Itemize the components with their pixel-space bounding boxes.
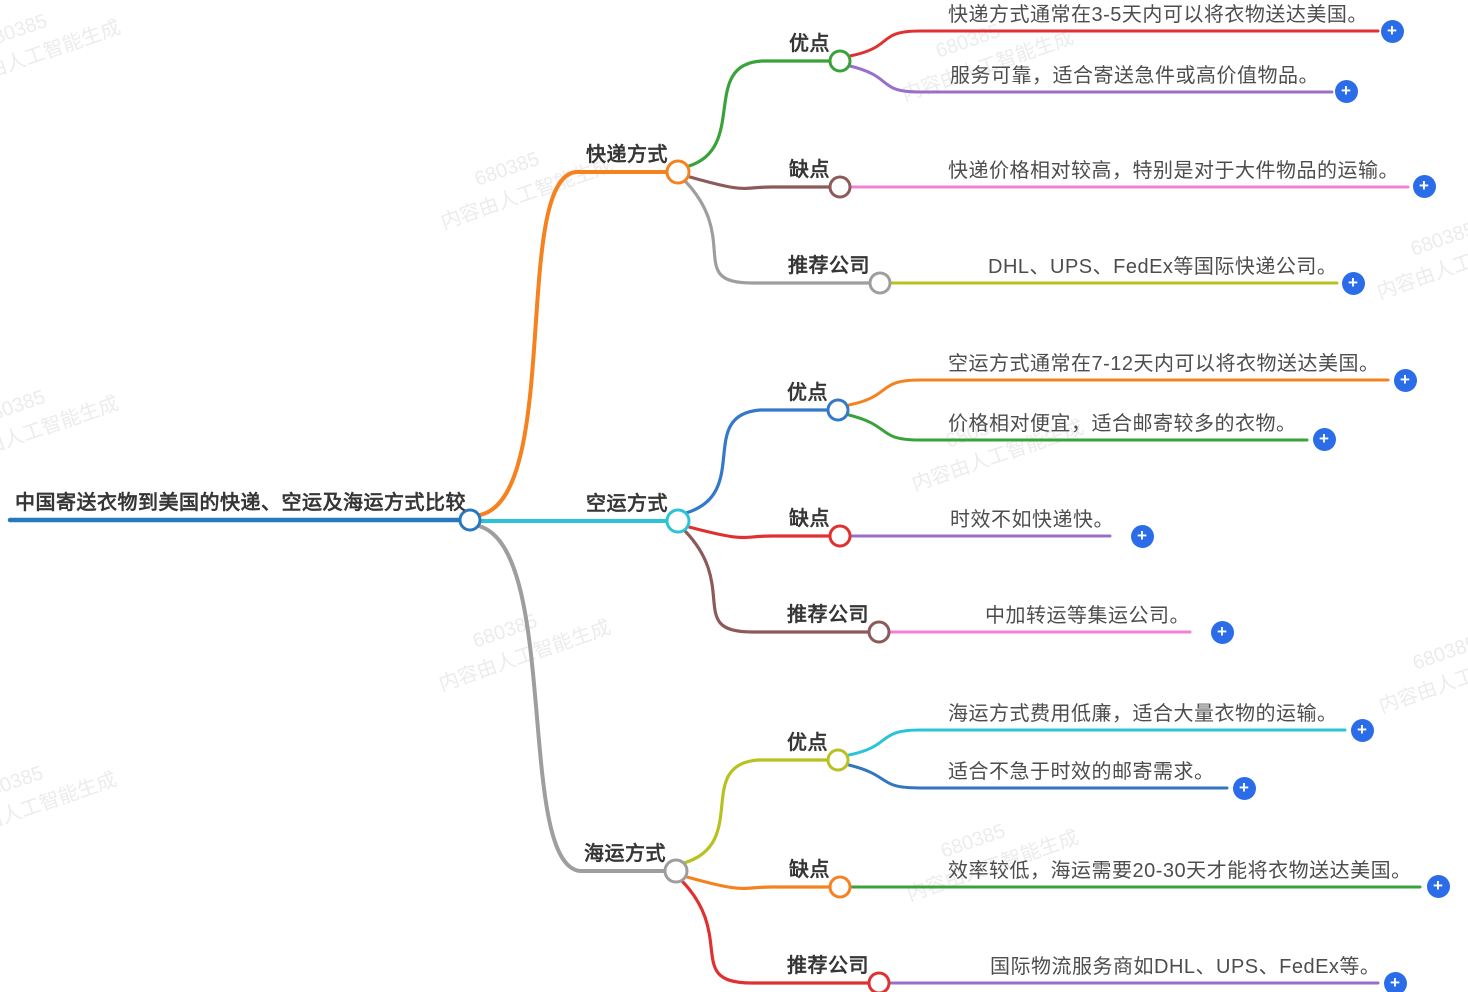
branch-label[interactable]: 空运方式 xyxy=(586,493,668,515)
sub-branch-label[interactable]: 推荐公司 xyxy=(788,255,870,277)
sub-branch-label[interactable]: 优点 xyxy=(787,732,828,754)
leaf-line xyxy=(848,64,1334,94)
plus-icon: + xyxy=(1348,273,1358,292)
add-node-button[interactable]: + xyxy=(1393,368,1417,392)
sub-branch-curve xyxy=(682,758,829,865)
sub-branch-node-handle[interactable] xyxy=(828,49,852,73)
leaf-text[interactable]: 中加转运等集运公司。 xyxy=(985,605,1190,627)
add-node-button[interactable]: + xyxy=(1383,971,1407,992)
add-node-button[interactable]: + xyxy=(1334,79,1358,103)
leaf-line xyxy=(848,29,1380,58)
sub-branch-label[interactable]: 推荐公司 xyxy=(787,955,869,977)
sub-branch-node-handle[interactable] xyxy=(826,398,850,422)
leaf-text[interactable]: 适合不急于时效的邮寄需求。 xyxy=(948,761,1215,783)
leaf-text[interactable]: 国际物流服务商如DHL、UPS、FedEx等。 xyxy=(990,956,1381,978)
sub-branch-node-handle[interactable] xyxy=(868,271,892,295)
leaf-line xyxy=(847,378,1390,407)
add-node-button[interactable]: + xyxy=(1232,776,1256,800)
sub-branch-curve xyxy=(687,59,831,168)
leaf-text[interactable]: 效率较低，海运需要20-30天才能将衣物送达美国。 xyxy=(948,860,1412,882)
add-node-button[interactable]: + xyxy=(1412,174,1436,198)
add-node-button[interactable]: + xyxy=(1341,271,1365,295)
add-node-button[interactable]: + xyxy=(1380,19,1404,43)
sub-branch-curve xyxy=(688,175,831,191)
leaf-text[interactable]: 服务可靠，适合寄送急件或高价值物品。 xyxy=(950,65,1319,87)
leaf-text[interactable]: 时效不如快递快。 xyxy=(950,509,1114,531)
plus-icon: + xyxy=(1387,21,1397,40)
sub-branch-curve xyxy=(680,879,870,985)
add-node-button[interactable]: + xyxy=(1210,620,1234,644)
leaf-line xyxy=(847,728,1347,757)
sub-branch-curve xyxy=(683,529,870,634)
leaf-text[interactable]: 空运方式通常在7-12天内可以将衣物送达美国。 xyxy=(948,353,1380,375)
add-node-button[interactable]: + xyxy=(1350,718,1374,742)
sub-branch-curve xyxy=(684,408,829,515)
sub-branch-node-handle[interactable] xyxy=(867,620,891,644)
branch-node-handle[interactable] xyxy=(665,508,691,534)
sub-branch-node-handle[interactable] xyxy=(828,524,852,548)
sub-branch-label[interactable]: 优点 xyxy=(789,33,830,55)
leaf-text[interactable]: 快递价格相对较高，特别是对于大件物品的运输。 xyxy=(948,160,1399,182)
sub-branch-label[interactable]: 推荐公司 xyxy=(787,604,869,626)
sub-branch-label[interactable]: 缺点 xyxy=(789,859,830,881)
sub-branch-node-handle[interactable] xyxy=(828,175,852,199)
plus-icon: + xyxy=(1217,622,1227,641)
root-node-handle[interactable] xyxy=(458,508,482,532)
sub-branch-label[interactable]: 缺点 xyxy=(789,159,830,181)
plus-icon: + xyxy=(1433,876,1443,895)
sub-branch-label[interactable]: 缺点 xyxy=(789,508,830,530)
branch-label[interactable]: 海运方式 xyxy=(584,843,666,865)
plus-icon: + xyxy=(1419,176,1429,195)
add-node-button[interactable]: + xyxy=(1312,427,1336,451)
sub-branch-curve xyxy=(685,875,831,891)
branch-node-handle[interactable] xyxy=(663,858,689,884)
branch-curve xyxy=(477,524,666,873)
leaf-text[interactable]: DHL、UPS、FedEx等国际快递公司。 xyxy=(988,256,1338,278)
plus-icon: + xyxy=(1357,720,1367,739)
leaf-text[interactable]: 快递方式通常在3-5天内可以将衣物送达美国。 xyxy=(948,4,1368,26)
sub-branch-label[interactable]: 优点 xyxy=(787,382,828,404)
root-title[interactable]: 中国寄送衣物到美国的快递、空运及海运方式比较 xyxy=(15,492,466,514)
add-node-button[interactable]: + xyxy=(1426,874,1450,898)
plus-icon: + xyxy=(1137,526,1147,545)
sub-branch-curve xyxy=(684,180,871,285)
plus-icon: + xyxy=(1341,81,1351,100)
branch-label[interactable]: 快递方式 xyxy=(586,144,668,166)
leaf-line xyxy=(847,763,1229,790)
plus-icon: + xyxy=(1390,973,1400,992)
leaf-text[interactable]: 海运方式费用低廉，适合大量衣物的运输。 xyxy=(948,703,1338,725)
sub-branch-curve xyxy=(687,525,831,540)
sub-branch-node-handle[interactable] xyxy=(828,875,852,899)
sub-branch-node-handle[interactable] xyxy=(826,748,850,772)
leaf-text[interactable]: 价格相对便宜，适合邮寄较多的衣物。 xyxy=(948,413,1297,435)
plus-icon: + xyxy=(1400,370,1410,389)
add-node-button[interactable]: + xyxy=(1130,524,1154,548)
branch-curve xyxy=(478,170,668,517)
leaf-line xyxy=(847,413,1309,442)
sub-branch-node-handle[interactable] xyxy=(867,971,891,992)
plus-icon: + xyxy=(1239,778,1249,797)
plus-icon: + xyxy=(1319,429,1329,448)
branch-node-handle[interactable] xyxy=(665,159,691,185)
